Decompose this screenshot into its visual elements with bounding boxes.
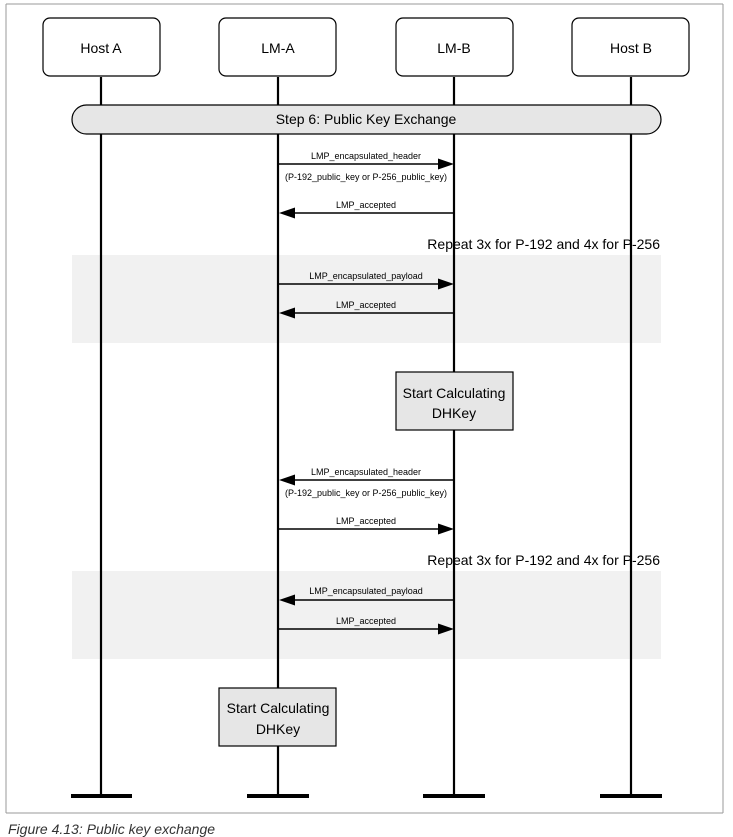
participant-label: Host A [80, 40, 122, 56]
calc-label-line-2: DHKey [256, 721, 300, 737]
calc-box-lm-a: Start Calculating DHKey [218, 687, 337, 747]
message-label: LMP_accepted [336, 200, 396, 210]
participant-lm-b: LM-B [395, 17, 514, 77]
step-bar-shape [71, 104, 662, 135]
arrowhead-left-icon [279, 207, 295, 219]
message-accepted-3: LMP_accepted [279, 516, 454, 535]
participant-box [42, 17, 161, 77]
arrowhead-right-icon [438, 523, 454, 535]
message-label: LMP_accepted [336, 616, 396, 626]
participant-box [218, 17, 337, 77]
message-label: LMP_encapsulated_header [311, 151, 421, 161]
message-sublabel: (P-192_public_key or P-256_public_key) [285, 172, 447, 182]
message-encapsulated-header-1: LMP_encapsulated_header (P-192_public_ke… [279, 151, 454, 182]
message-label: LMP_accepted [336, 516, 396, 526]
message-accepted-4: LMP_accepted [279, 616, 454, 635]
calc-label-line-1: Start Calculating [403, 385, 506, 401]
calc-box-shape [395, 371, 514, 431]
message-sublabel: (P-192_public_key or P-256_public_key) [285, 488, 447, 498]
arrowhead-left-icon [279, 307, 295, 319]
repeat-label-2: Repeat 3x for P-192 and 4x for P-256 [427, 552, 660, 568]
participant-label: LM-A [261, 40, 295, 56]
arrowhead-right-icon [438, 623, 454, 635]
step-label: Step 6: Public Key Exchange [276, 111, 457, 127]
participant-host-b: Host B [571, 17, 690, 77]
repeat-region-2 [72, 571, 661, 659]
participant-label: LM-B [437, 40, 470, 56]
figure-caption: Figure 4.13: Public key exchange [8, 821, 216, 837]
participant-label: Host B [610, 40, 652, 56]
arrowhead-right-icon [438, 158, 454, 170]
arrowhead-left-icon [279, 474, 295, 486]
calc-box-lm-b: Start Calculating DHKey [395, 371, 514, 431]
arrowhead-left-icon [279, 594, 295, 606]
message-encapsulated-payload-1: LMP_encapsulated_payload [279, 271, 454, 290]
repeat-region-1 [72, 255, 661, 343]
message-encapsulated-payload-2: LMP_encapsulated_payload [279, 586, 453, 606]
step-bar: Step 6: Public Key Exchange [71, 104, 662, 135]
participant-box [395, 17, 514, 77]
sequence-diagram: Host A LM-A LM-B Host B Step 6: Public K… [5, 3, 724, 814]
calc-label-line-2: DHKey [432, 405, 476, 421]
message-label: LMP_encapsulated_payload [309, 586, 423, 596]
message-label: LMP_encapsulated_header [311, 467, 421, 477]
calc-box-shape [218, 687, 337, 747]
message-label: LMP_accepted [336, 300, 396, 310]
participant-host-a: Host A [42, 17, 161, 77]
message-label: LMP_encapsulated_payload [309, 271, 423, 281]
participant-box [571, 17, 690, 77]
repeat-label-1: Repeat 3x for P-192 and 4x for P-256 [427, 236, 660, 252]
participant-lm-a: LM-A [218, 17, 337, 77]
calc-label-line-1: Start Calculating [227, 700, 330, 716]
message-encapsulated-header-2: LMP_encapsulated_header (P-192_public_ke… [279, 467, 453, 498]
message-accepted-1: LMP_accepted [279, 200, 453, 219]
arrowhead-right-icon [438, 278, 454, 290]
message-accepted-2: LMP_accepted [279, 300, 453, 319]
